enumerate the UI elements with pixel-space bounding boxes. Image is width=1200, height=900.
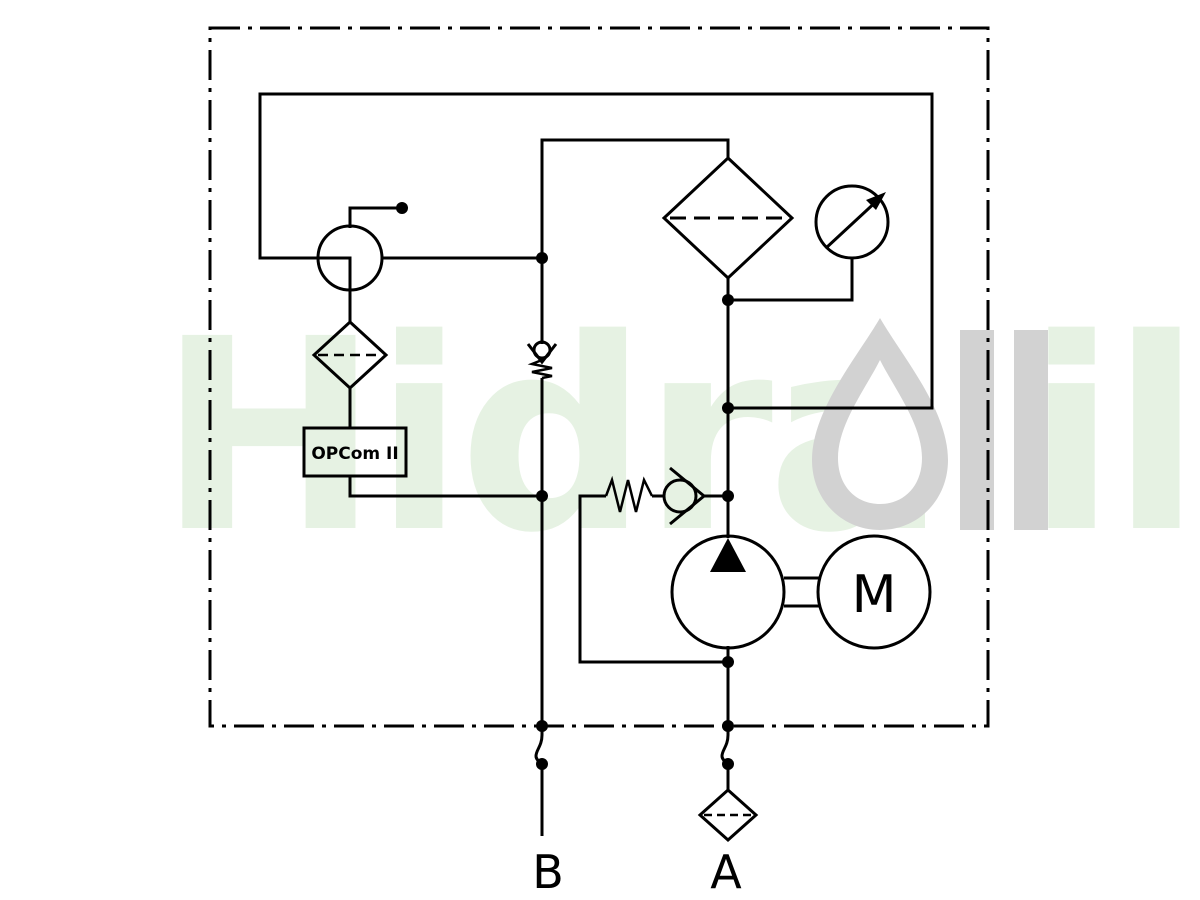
opcom-label: OPCom II [311,444,398,464]
piping [258,92,934,836]
watermark-letter-l [1014,330,1048,530]
suction-strainer-icon [697,787,759,843]
port-a-label: A [710,845,742,899]
motor-label: M [852,565,897,625]
junction-dots [396,202,734,770]
relief-valve-icon [604,466,707,526]
port-b-label: B [532,845,564,899]
enclosure-boundary [208,26,990,728]
shaft-coupling [784,576,820,608]
main-pump-icon [670,534,786,650]
motor-icon: M [816,534,932,650]
check-valve-b-icon [526,340,558,380]
offline-filter-icon [311,319,389,391]
pressure-gauge-icon [814,184,890,260]
main-filter-icon [661,155,795,300]
watermark-logo: Hidra il [158,283,1200,591]
circulation-pump-icon [316,224,384,292]
watermark-drop-inner-icon [838,360,922,504]
opcom-sensor-box: OPCom II [302,426,408,478]
